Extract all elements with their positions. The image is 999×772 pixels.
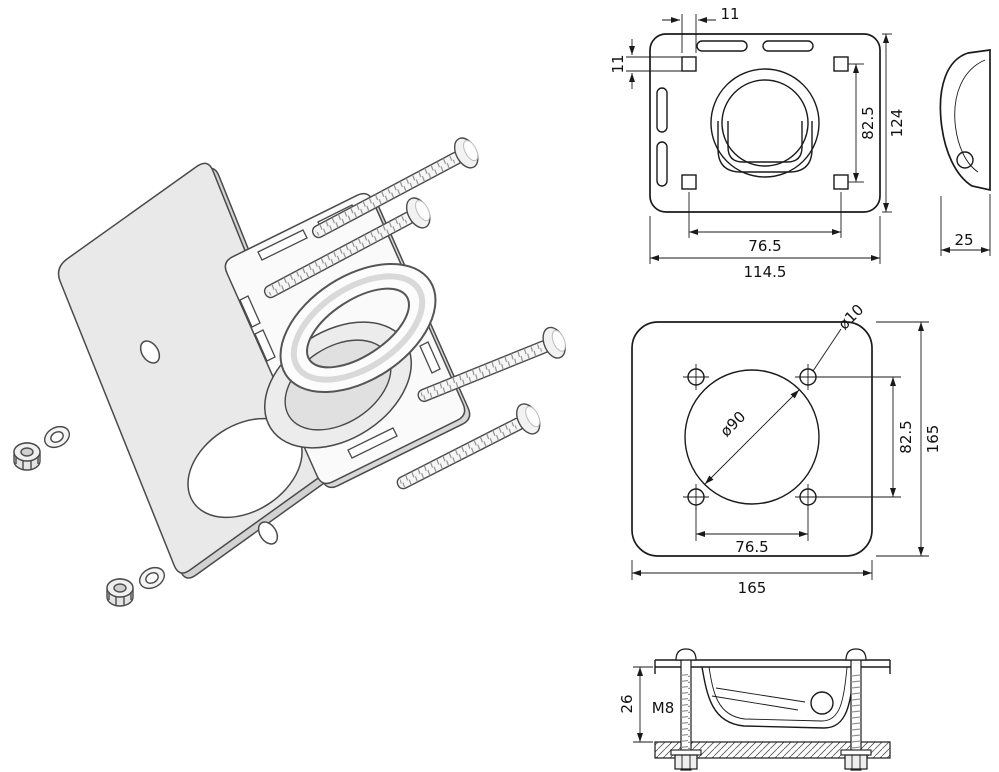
section-view-drawing: 26 M8 bbox=[618, 648, 891, 771]
dim-backplate-overall-width: 165 bbox=[631, 560, 873, 597]
dim-front-hole-spacing-horizontal: 76.5 bbox=[688, 192, 842, 255]
exploded-assembly-view bbox=[13, 137, 566, 607]
washer-2 bbox=[139, 566, 165, 590]
hex-nut-2 bbox=[106, 578, 134, 607]
dim-text: 11 bbox=[609, 54, 627, 73]
dim-text: 114.5 bbox=[744, 263, 787, 281]
dim-front-hole-spacing-vertical: 82.5 bbox=[848, 63, 877, 183]
plate-slot bbox=[257, 229, 308, 261]
dim-text: 76.5 bbox=[735, 538, 768, 556]
plate-slot bbox=[419, 341, 441, 374]
plate-slot bbox=[239, 295, 261, 328]
bolt-thread-label: M8 bbox=[652, 699, 675, 717]
carriage-bolt-2 bbox=[263, 197, 431, 299]
bolt-section-right bbox=[840, 648, 872, 771]
plate-slot bbox=[347, 427, 398, 459]
carriage-bolt-1 bbox=[311, 137, 479, 239]
ring-cross-section bbox=[810, 691, 834, 715]
washer-1 bbox=[44, 425, 70, 449]
backing-plate-bolt-hole bbox=[139, 340, 161, 364]
dim-text: 11 bbox=[720, 5, 739, 23]
deck-board-section bbox=[654, 741, 891, 759]
dim-front-overall-width: 114.5 bbox=[649, 216, 881, 281]
dim-section-recess-depth: 26 bbox=[618, 666, 653, 743]
dim-text: 82.5 bbox=[859, 106, 877, 139]
dim-front-hole-size-top: 11 bbox=[662, 5, 740, 53]
dim-front-hole-size-left: 11 bbox=[609, 39, 684, 89]
backing-plate bbox=[57, 162, 336, 579]
dim-backplate-overall-height: 165 bbox=[876, 321, 942, 557]
side-view-drawing: 25 bbox=[939, 49, 991, 256]
backing-plate-bolt-hole bbox=[257, 521, 279, 545]
anchor-pan-section bbox=[701, 666, 855, 729]
dim-side-depth: 25 bbox=[940, 194, 991, 256]
tie-down-ring bbox=[279, 263, 437, 393]
dim-text: 76.5 bbox=[748, 237, 781, 255]
dim-text: 165 bbox=[738, 579, 767, 597]
dim-text: 26 bbox=[618, 694, 636, 713]
dim-backplate-hole-spacing-horizontal: 76.5 bbox=[695, 507, 809, 556]
dim-text: 25 bbox=[954, 231, 973, 249]
dim-text: 82.5 bbox=[897, 420, 915, 453]
front-view-drawing: 11 11 82.5 124 76.5 bbox=[609, 5, 906, 281]
dim-front-overall-height: 124 bbox=[882, 33, 906, 213]
hex-nut-1 bbox=[13, 442, 41, 471]
dim-backplate-hole-spacing-vertical: 82.5 bbox=[818, 376, 915, 498]
carriage-bolt-3 bbox=[417, 326, 566, 403]
bolt-section-left bbox=[670, 648, 702, 771]
carriage-bolt-4 bbox=[396, 403, 541, 490]
dim-text: 124 bbox=[888, 109, 906, 138]
dim-text: 165 bbox=[924, 425, 942, 454]
plate-slot bbox=[254, 329, 276, 362]
mounting-plate-drawing: ø90 ø10 82.5 165 76.5 bbox=[631, 301, 942, 597]
